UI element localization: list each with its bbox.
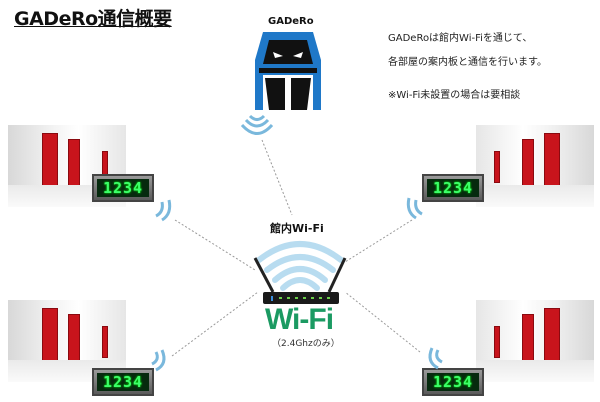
room-number: 1234 [97, 373, 149, 391]
description-line-2: 各部屋の案内板と通信を行います。 [388, 57, 547, 68]
room-image [476, 125, 594, 207]
room-number: 1234 [97, 179, 149, 197]
wifi-signal-icon [155, 199, 172, 222]
room-display: 1234 [422, 368, 484, 396]
router-icon [253, 241, 347, 304]
room-display: 1234 [92, 174, 154, 202]
wifi-signal-icon [151, 349, 166, 372]
description-line-1: GADeRoは館内Wi-Fiを通じて、 [388, 33, 533, 44]
router-label: 館内Wi-Fi [270, 222, 324, 235]
page-title: GADeRo通信概要 [14, 8, 172, 30]
room-number: 1234 [427, 179, 479, 197]
room-number: 1234 [427, 373, 479, 391]
room-display: 1234 [422, 174, 484, 202]
gadero-logo-icon [255, 32, 321, 110]
connection-line [171, 291, 259, 357]
wifi-signal-icon [428, 347, 443, 370]
wifi-band-note: （2.4Ghzのみ） [272, 339, 340, 349]
wifi-signal-icon [240, 114, 274, 135]
connection-line [261, 139, 293, 216]
description-note: ※Wi-Fi未設置の場合は要相談 [388, 90, 521, 101]
logo-label: GADeRo [268, 16, 314, 27]
wifi-logo-text: Wi-Fi [265, 303, 334, 336]
connection-line [344, 291, 421, 353]
connection-line [344, 219, 413, 263]
room-display: 1234 [92, 368, 154, 396]
connection-line [174, 219, 256, 271]
room-image [476, 300, 594, 382]
wifi-signal-icon [406, 197, 423, 220]
